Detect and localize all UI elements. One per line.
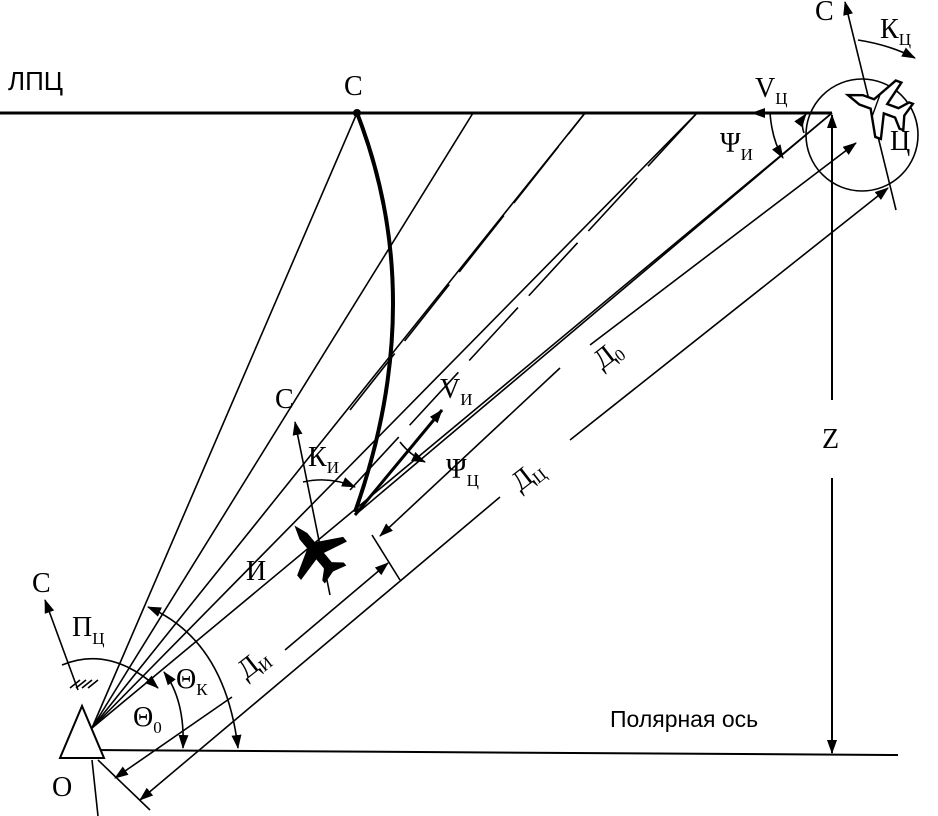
dashed-lines (349, 112, 698, 491)
lpc-label: ЛПЦ (8, 66, 63, 96)
origin-north-label: С (32, 568, 51, 599)
origin-marker (58, 703, 106, 759)
psi-i-arc (769, 112, 784, 159)
interceptor-velocity-arrow (353, 409, 444, 516)
theta-0-arc (163, 671, 189, 749)
target-course-label: КЦ (880, 14, 911, 49)
target-turn-circle (805, 78, 919, 192)
psi-i-arc-2 (794, 113, 807, 134)
d0-dimension-lower (379, 367, 561, 537)
origin-label: О (52, 772, 72, 803)
dc-dimension-upper (569, 187, 889, 441)
target-label: Ц (890, 126, 910, 157)
extension-tick-origin-2 (91, 759, 99, 816)
z-label: Z (822, 424, 839, 455)
di-dimension-upper (284, 562, 389, 651)
theta-k-label: ΘК (176, 664, 208, 699)
sight-lines (91, 112, 698, 729)
dc-label: ДЦ (505, 454, 550, 499)
polar-axis-label: Полярная ось (610, 706, 758, 732)
interceptor-course-label: КИ (308, 442, 339, 477)
interceptor-velocity-label: VИ (440, 374, 473, 409)
psi-c-label: ΨЦ (446, 454, 479, 490)
target-velocity-label: VЦ (755, 73, 788, 108)
intercept-curve (353, 112, 395, 513)
d0-label: Д0 (587, 334, 629, 377)
di-label: ДИ (231, 642, 276, 687)
line-origin-to-target (91, 112, 833, 729)
dc-dimension-lower (139, 496, 501, 801)
interceptor-north-label: С (275, 384, 294, 415)
target-aircraft-icon (844, 79, 915, 141)
target-course-arc (857, 39, 916, 59)
interceptor-course-arc (302, 477, 356, 488)
polar-axis-line (91, 749, 899, 756)
psi-i-label: ΨИ (720, 128, 753, 164)
d0-dimension-upper (589, 142, 857, 346)
target-north-label: С (815, 0, 834, 27)
theta-k-arc (147, 606, 242, 749)
interceptor-aircraft-icon (294, 525, 347, 584)
extension-tick-interceptor (371, 534, 401, 581)
line-interceptor-to-target (354, 112, 833, 516)
intercept-point-c (353, 109, 361, 117)
theta-0-label: Θ0 (133, 702, 162, 737)
interceptor-label: И (246, 556, 266, 587)
extension-tick-origin (97, 759, 151, 811)
p-target-label: ПЦ (72, 612, 105, 648)
psi-c-arc (399, 441, 426, 463)
hatch-marks (69, 679, 99, 689)
origin-north-arrow (44, 599, 79, 691)
c-top-label: С (344, 71, 363, 102)
